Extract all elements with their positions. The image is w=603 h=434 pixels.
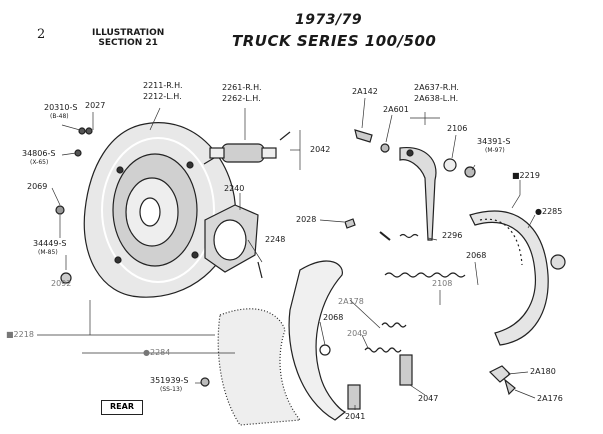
label-34806-s-sub: (X-65) (30, 159, 49, 166)
label-2218: ■2218 (6, 330, 34, 339)
label-34806-s: 34806-S (22, 149, 56, 158)
label-2028: 2028 (296, 215, 317, 224)
label-2042: 2042 (310, 145, 331, 154)
label-2262: 2262-L.H. (222, 94, 261, 103)
label-2027: 2027 (85, 101, 106, 110)
label-20310-s-sub: (B-48) (50, 113, 69, 120)
pivot-drawing (399, 354, 413, 386)
label-2285: ●2285 (535, 207, 563, 216)
label-2047: 2047 (418, 394, 439, 403)
label-2219: ■2219 (512, 171, 540, 180)
label-2a180: 2A180 (530, 367, 556, 376)
rear-brake-shoe-drawing (469, 210, 566, 346)
label-2248: 2248 (265, 235, 286, 244)
leader-lines (37, 97, 536, 410)
label-2296: 2296 (442, 231, 463, 240)
label-34391-s: 34391-S (477, 137, 511, 146)
label-2240: 2240 (224, 184, 245, 193)
label-351939-s-sub: (SS-13) (160, 386, 183, 393)
label-34449-s-sub: (M-85) (38, 249, 58, 256)
label-2284: ●2284 (143, 348, 171, 357)
nut-drawing (464, 166, 476, 178)
label-2a176: 2A176 (537, 394, 563, 403)
front-brake-shoe-drawing (217, 260, 347, 426)
label-2a637: 2A637-R.H. (414, 83, 459, 92)
label-2261: 2261-R.H. (222, 83, 262, 92)
label-2106: 2106 (447, 124, 468, 133)
label-2a142: 2A142 (352, 87, 378, 96)
illustration-line-1: ILLUSTRATION (92, 28, 165, 38)
illustration-label: ILLUSTRATION SECTION 21 (92, 28, 164, 48)
springs-drawing (364, 233, 466, 353)
year-title: 1973/79 (295, 12, 363, 28)
label-2041: 2041 (345, 412, 366, 421)
label-2069: 2069 (27, 182, 48, 191)
label-2049: 2049 (347, 329, 368, 338)
page-number: 2 (37, 27, 46, 42)
label-2092: 2092 (51, 279, 72, 288)
illustration-line-2: SECTION 21 (98, 38, 158, 48)
adjusting-screw-drawing (347, 384, 361, 410)
label-2a638: 2A638-L.H. (414, 94, 459, 103)
backing-plate-drawing (83, 122, 236, 298)
label-2a601: 2A601 (383, 105, 409, 114)
label-2a178: 2A178 (338, 297, 364, 306)
wheel-cylinder-drawing (203, 131, 291, 165)
label-351939-s: 351939-S (150, 376, 189, 385)
label-2068-lower: 2068 (323, 313, 344, 322)
adapter-plate-drawing (204, 204, 263, 279)
label-2212: 2212-L.H. (143, 92, 182, 101)
label-20310-s: 20310-S (44, 103, 78, 112)
label-34391-s-sub: (M-97) (485, 147, 505, 154)
rear-orientation-box: REAR (101, 400, 143, 415)
label-2211: 2211-R.H. (143, 81, 183, 90)
washer-drawing (443, 158, 457, 172)
parking-lever-drawing (399, 147, 437, 241)
strut-drawing (354, 129, 373, 143)
label-2068-upper: 2068 (466, 251, 487, 260)
series-title: TRUCK SERIES 100/500 (232, 32, 437, 50)
label-34449-s: 34449-S (33, 239, 67, 248)
label-2108: 2108 (432, 279, 453, 288)
